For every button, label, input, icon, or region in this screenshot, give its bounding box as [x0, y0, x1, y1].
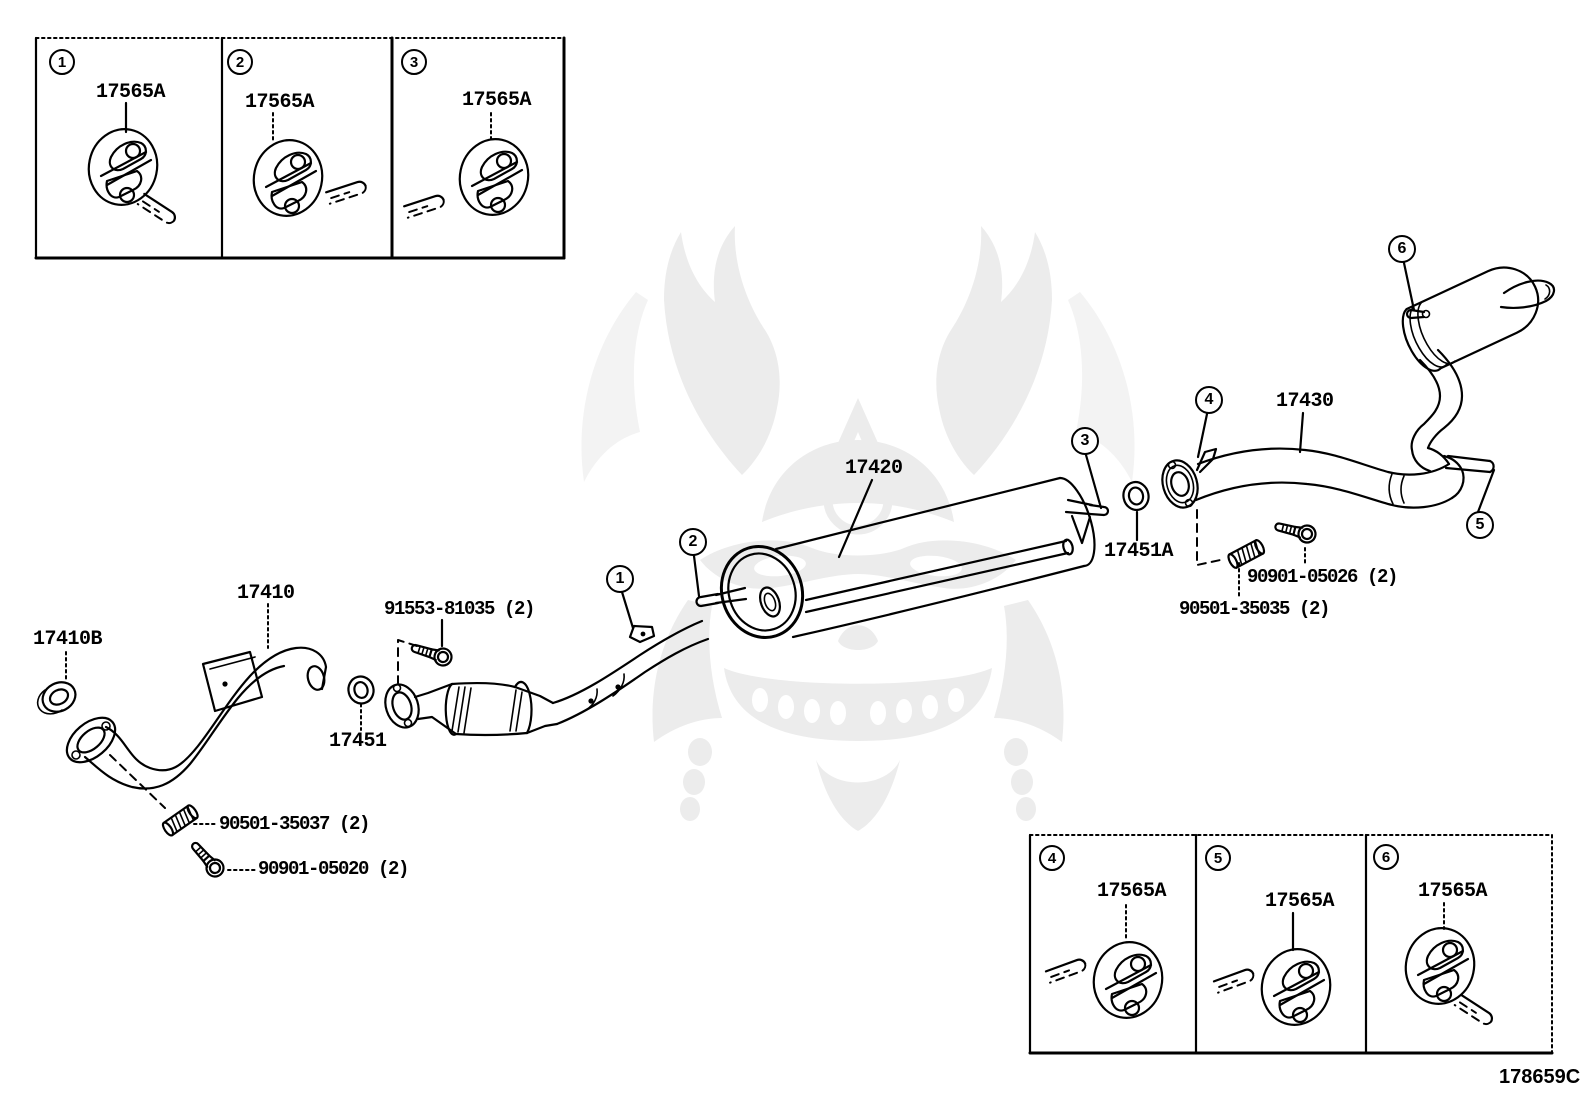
rear-muffler — [1401, 266, 1556, 372]
diagram-callout-1-num: 1 — [615, 570, 625, 587]
diagram-callout-1: 1 — [606, 565, 634, 593]
bottom-reference-box — [1028, 833, 1554, 1055]
diagram-callout-3: 3 — [1071, 427, 1099, 455]
part-label-17451: 17451 — [329, 730, 387, 753]
box-callout-1: 1 — [49, 49, 75, 75]
center-muffler — [719, 476, 1110, 639]
front-exhaust-pipe — [65, 646, 328, 790]
catalytic-converter — [384, 680, 559, 737]
part-label-17451A: 17451A — [1104, 540, 1174, 563]
diagram-callout-6-num: 6 — [1397, 240, 1407, 257]
part-label-90501-35037: 90501-35037 (2) — [219, 813, 370, 835]
front-pipe-bolt-91553 — [408, 638, 455, 669]
diagram-callout-4-num: 4 — [1204, 391, 1214, 408]
leader-lines — [65, 261, 1496, 871]
tail-bolt-90901 — [1272, 516, 1319, 546]
part-label-17410: 17410 — [237, 582, 295, 605]
box-callout-1-num: 1 — [57, 53, 67, 71]
center-pipe-gasket-ring — [347, 675, 375, 705]
diagram-callout-5: 5 — [1466, 511, 1494, 539]
box-callout-5-num: 5 — [1213, 849, 1223, 867]
diagram-callout-2-num: 2 — [688, 533, 698, 550]
hanger-illustration-4 — [1044, 904, 1171, 1026]
diagram-callout-3-num: 3 — [1080, 432, 1090, 449]
hanger-illustration-2 — [245, 112, 369, 224]
part-label-17565A-4: 17565A — [1097, 880, 1167, 903]
tail-pipe-gasket-ring — [1122, 480, 1150, 512]
box-callout-6-num: 6 — [1381, 848, 1391, 866]
part-label-90901-05026: 90901-05026 (2) — [1247, 566, 1398, 588]
part-label-90501-35035: 90501-35035 (2) — [1179, 598, 1330, 620]
hanger-illustration-3 — [403, 112, 537, 223]
part-label-17565A-2: 17565A — [245, 91, 315, 114]
tail-spring-90501 — [1225, 537, 1267, 571]
part-label-90901-05020: 90901-05020 (2) — [258, 858, 409, 880]
part-label-17430: 17430 — [1276, 390, 1334, 413]
box-callout-2: 2 — [227, 49, 253, 75]
part-label-17565A-3: 17565A — [462, 89, 532, 112]
box-callout-3-num: 3 — [409, 53, 419, 71]
part-label-91553-81035: 91553-81035 (2) — [384, 598, 535, 620]
drawing-code: 178659C — [1499, 1066, 1581, 1088]
diagram-callout-2: 2 — [679, 528, 707, 556]
box-callout-5: 5 — [1205, 845, 1231, 871]
part-label-17565A-6: 17565A — [1418, 880, 1488, 903]
box-callout-4: 4 — [1039, 845, 1065, 871]
hanger-illustration-1 — [80, 101, 179, 227]
hanger-illustration-5 — [1212, 911, 1339, 1033]
box-callout-6: 6 — [1373, 844, 1399, 870]
front-bolt-90901 — [185, 837, 229, 882]
part-label-17420: 17420 — [845, 457, 903, 480]
front-spring-90501 — [159, 802, 201, 839]
box-callout-4-num: 4 — [1047, 849, 1057, 867]
box-callout-2-num: 2 — [235, 53, 245, 71]
diagram-callout-5-num: 5 — [1475, 516, 1485, 533]
top-reference-box — [34, 36, 566, 260]
part-label-17410B: 17410B — [33, 628, 103, 651]
box-callout-3: 3 — [401, 49, 427, 75]
part-label-17565A-1: 17565A — [96, 81, 166, 104]
tail-pipe — [1161, 348, 1495, 509]
hanger-illustration-6 — [1397, 902, 1496, 1028]
diagram-callout-4: 4 — [1195, 386, 1223, 414]
front-pipe-gasket-ring — [36, 681, 77, 715]
diagram-callout-6: 6 — [1388, 235, 1416, 263]
part-label-17565A-5: 17565A — [1265, 890, 1335, 913]
watermark-mask — [581, 226, 1135, 831]
